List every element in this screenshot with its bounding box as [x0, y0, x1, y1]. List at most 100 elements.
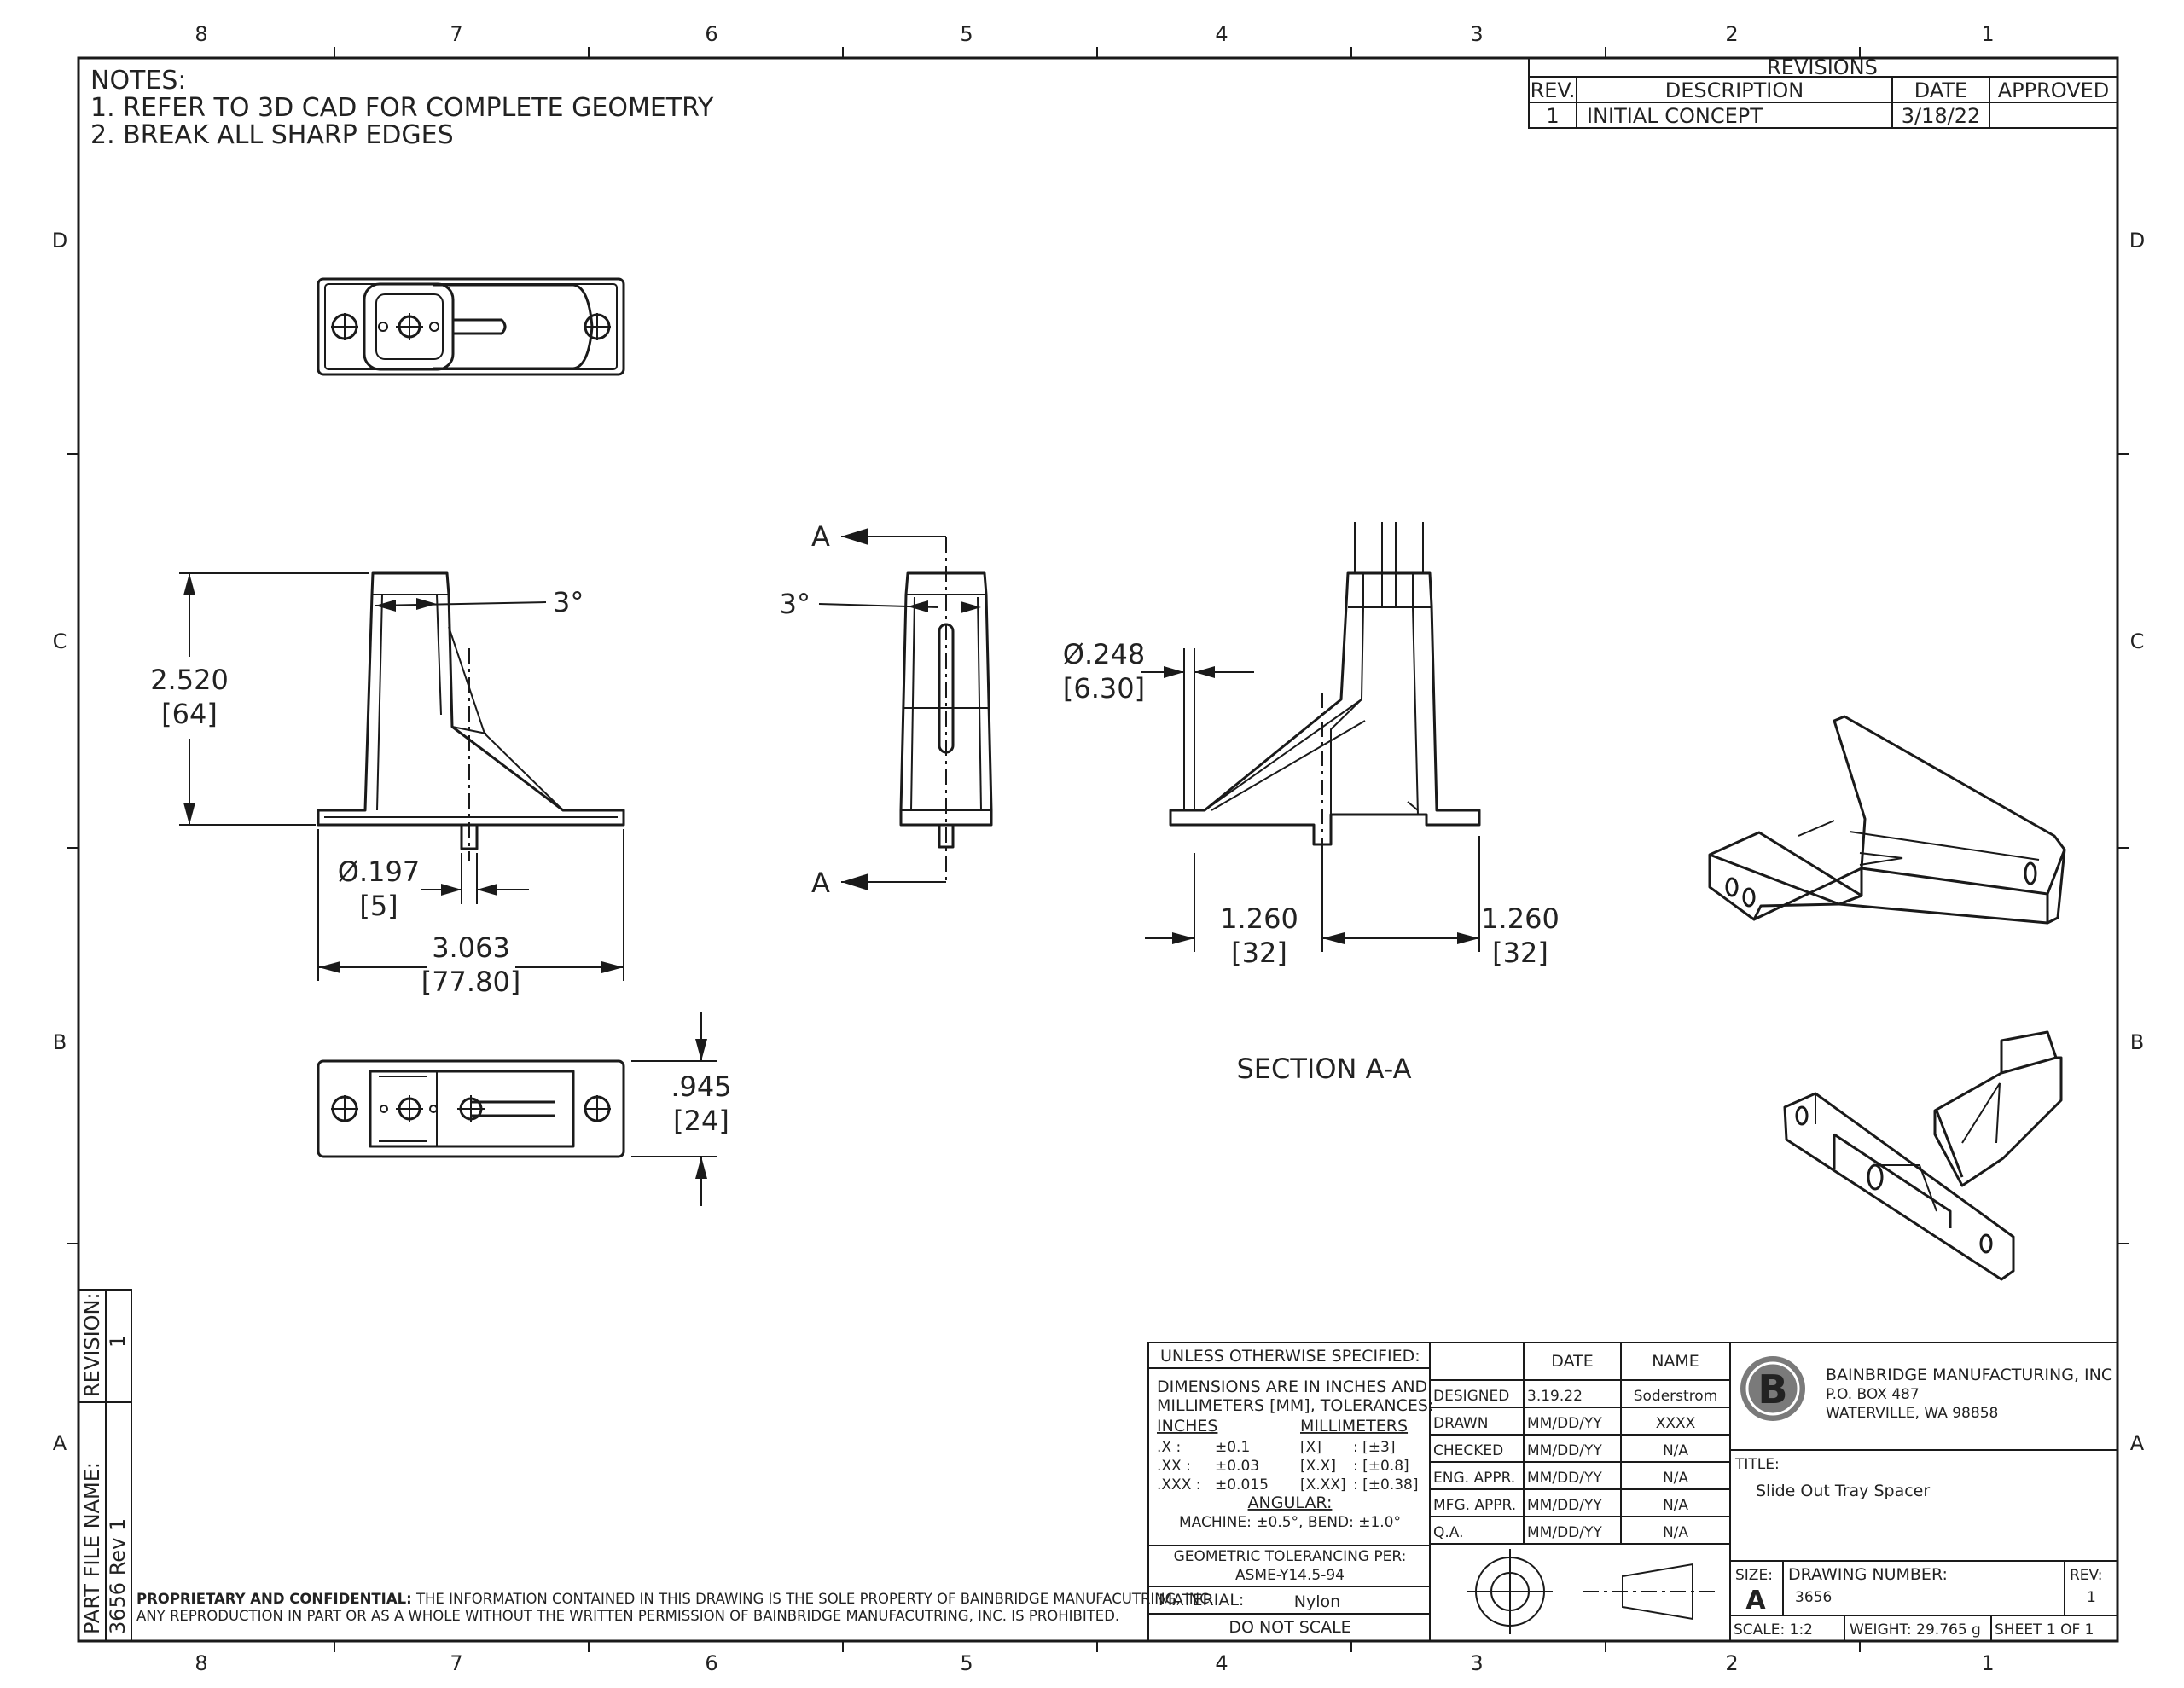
inches-label: INCHES [1157, 1417, 1217, 1436]
sign-role: Q.A. [1433, 1524, 1464, 1541]
sign-date: MM/DD/YY [1527, 1442, 1602, 1459]
proprietary-line1: THE INFORMATION CONTAINED IN THIS DRAWIN… [412, 1591, 1214, 1607]
dims-line1: DIMENSIONS ARE IN INCHES AND [1157, 1378, 1427, 1396]
rev-label: REV: [2070, 1567, 2103, 1584]
hole-dia-in: Ø.248 [1063, 638, 1145, 670]
tol-cell: : [±3] [1353, 1439, 1395, 1456]
offset-left-mm: [32] [1231, 937, 1287, 969]
angular-value: MACHINE: ±0.5°, BEND: ±1.0° [1179, 1514, 1401, 1531]
rev-header: APPROVED [1998, 78, 2110, 102]
sheet: SHEET 1 OF 1 [1995, 1621, 2094, 1639]
notes: NOTES: 1. REFER TO 3D CAD FOR COMPLETE G… [90, 66, 714, 150]
drawing-border [77, 56, 2119, 1643]
gtol-value: ASME-Y14.5-94 [1235, 1567, 1345, 1584]
do-not-scale: DO NOT SCALE [1228, 1618, 1350, 1637]
proprietary-line2: ANY REPRODUCTION IN PART OR AS A WHOLE W… [136, 1608, 1119, 1624]
length-dim-in: 3.063 [432, 931, 510, 964]
tol-cell: .XX : [1157, 1458, 1191, 1475]
logo-mark: B [1757, 1366, 1787, 1412]
zone-col-bottom: 2 [1725, 1651, 1738, 1675]
unless-specified: UNLESS OTHERWISE SPECIFIED: [1160, 1347, 1420, 1366]
zone-row-left: D [52, 229, 67, 252]
size-label: SIZE: [1735, 1567, 1773, 1584]
zone-col-top: 7 [450, 22, 462, 46]
sign-name: N/A [1663, 1497, 1688, 1514]
zone-col-top: 5 [960, 22, 973, 46]
tol-cell: ±0.03 [1215, 1458, 1259, 1475]
width-dim-mm: [24] [673, 1105, 729, 1137]
sign-role: DRAWN [1433, 1415, 1488, 1432]
zone-col-bottom: 7 [450, 1651, 462, 1675]
zone-col-bottom: 4 [1215, 1651, 1228, 1675]
drawing-number: 3656 [1795, 1589, 1832, 1606]
part-file-value: 3656 Rev 1 [106, 1518, 130, 1634]
offset-right-in: 1.260 [1481, 902, 1560, 935]
title-label: TITLE: [1734, 1456, 1780, 1473]
sign-header-name: NAME [1652, 1352, 1699, 1371]
notes-heading: NOTES: [90, 66, 187, 96]
zone-row-left: C [53, 629, 67, 653]
tol-cell: .X : [1157, 1439, 1181, 1456]
sign-role: DESIGNED [1433, 1388, 1509, 1405]
width-dimension: .945 [24] [631, 1012, 732, 1206]
sign-role: CHECKED [1433, 1442, 1503, 1459]
rev-value: 1 [2087, 1589, 2096, 1606]
front-view [317, 571, 625, 861]
length-dim-mm: [77.80] [421, 966, 521, 998]
rev-cell: 3/18/22 [1902, 104, 1981, 128]
zone-row-left: A [53, 1431, 67, 1455]
tol-cell: ±0.1 [1215, 1439, 1250, 1456]
company-logo: B [1740, 1356, 1805, 1421]
tol-cell: [X.XX] [1300, 1476, 1346, 1494]
drawing-title: Slide Out Tray Spacer [1756, 1482, 1930, 1500]
company-name: BAINBRIDGE MANUFACTURING, INC [1826, 1366, 2112, 1384]
pin-dia-in: Ø.197 [338, 856, 420, 888]
note-item: 2. BREAK ALL SHARP EDGES [90, 120, 454, 150]
company-address: P.O. BOX 487 [1826, 1386, 1920, 1403]
proprietary-bold: PROPRIETARY AND CONFIDENTIAL: [136, 1591, 412, 1607]
isometric-view-lower [1783, 1030, 2063, 1281]
part-file-label: PART FILE NAME: [80, 1462, 104, 1634]
offset-right-mm: [32] [1492, 937, 1548, 969]
zone-row-right: A [2130, 1431, 2145, 1455]
sign-name: N/A [1663, 1470, 1688, 1487]
zone-col-bottom: 3 [1470, 1651, 1483, 1675]
angle-dim-left: 3° [553, 586, 584, 618]
sign-role: ENG. APPR. [1433, 1470, 1515, 1487]
millimeters-label: MILLIMETERS [1300, 1417, 1408, 1436]
title-block: UNLESS OTHERWISE SPECIFIED: DIMENSIONS A… [1147, 1342, 2118, 1642]
gtol-label: GEOMETRIC TOLERANCING PER: [1174, 1548, 1407, 1565]
size-value: A [1745, 1586, 1766, 1615]
tol-cell: .XXX : [1157, 1476, 1200, 1494]
drawing-number-label: DRAWING NUMBER: [1788, 1565, 1948, 1584]
height-dim-mm: [64] [161, 698, 218, 730]
section-a-a: Ø.248 [6.30] 1.260 [32] 1.260 [32] SECTI… [1063, 522, 1560, 1085]
proprietary-notice: PROPRIETARY AND CONFIDENTIAL: THE INFORM… [136, 1591, 1214, 1624]
zone-row-right: C [2130, 629, 2145, 653]
pin-dia-mm: [5] [359, 890, 398, 922]
sign-date: MM/DD/YY [1527, 1524, 1602, 1541]
material-value: Nylon [1294, 1592, 1340, 1611]
zone-row-right: D [2129, 229, 2145, 252]
tol-cell: [X.X] [1300, 1458, 1336, 1475]
svg-text:PROPRIETARY AND CONFIDENTIAL:: PROPRIETARY AND CONFIDENTIAL: THE INFORM… [136, 1591, 1214, 1607]
rev-header: REV. [1531, 78, 1576, 102]
third-angle-projection-icon [1467, 1549, 1715, 1634]
material-label: MATERIAL: [1159, 1591, 1244, 1610]
zone-col-top: 3 [1470, 22, 1483, 46]
hole-dia-mm: [6.30] [1063, 672, 1145, 705]
tol-cell: [X] [1300, 1439, 1321, 1456]
zone-col-top: 1 [1981, 22, 1994, 46]
rev-header: DATE [1914, 78, 1967, 102]
top-view [317, 277, 625, 376]
side-view: A A 3° [780, 520, 993, 899]
rev-cell: 1 [1546, 104, 1559, 128]
tol-cell: ±0.015 [1215, 1476, 1269, 1494]
zone-col-top: 4 [1215, 22, 1228, 46]
tol-cell: : [±0.38] [1353, 1476, 1419, 1494]
width-dim-in: .945 [671, 1070, 731, 1103]
sign-role: MFG. APPR. [1433, 1497, 1516, 1514]
weight: WEIGHT: 29.765 g [1850, 1621, 1981, 1639]
